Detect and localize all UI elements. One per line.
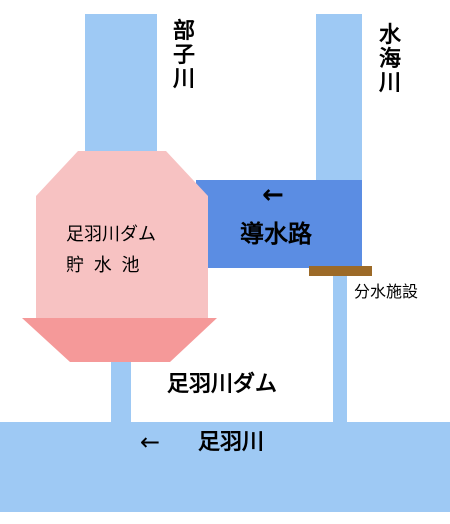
dam-shape [22, 318, 217, 362]
diversion-stream-shape [333, 274, 347, 424]
river-asuwa-arrow: ← [140, 428, 161, 456]
diversion-facility-shape [309, 266, 372, 276]
river-bebu-shape [85, 14, 157, 162]
river-asuwa-shape [0, 422, 450, 512]
river-mizuumi-label: 水海川 [378, 23, 401, 97]
channel-shape [196, 180, 362, 268]
river-asuwa-label: 足羽川 [198, 430, 265, 455]
channel-arrow: ← [262, 180, 284, 210]
diversion-facility-label: 分水施設 [354, 282, 419, 301]
dam-outflow-shape [111, 358, 131, 424]
channel-label: 導水路 [240, 220, 312, 248]
reservoir-label-line1: 足羽川ダム [66, 224, 156, 245]
reservoir-label-line2: 貯 水 池 [66, 255, 142, 276]
river-bebu-label: 部子川 [172, 19, 195, 93]
dam-label: 足羽川ダム [167, 372, 278, 397]
river-mizuumi-shape [316, 14, 362, 180]
reservoir-shape [36, 151, 208, 342]
